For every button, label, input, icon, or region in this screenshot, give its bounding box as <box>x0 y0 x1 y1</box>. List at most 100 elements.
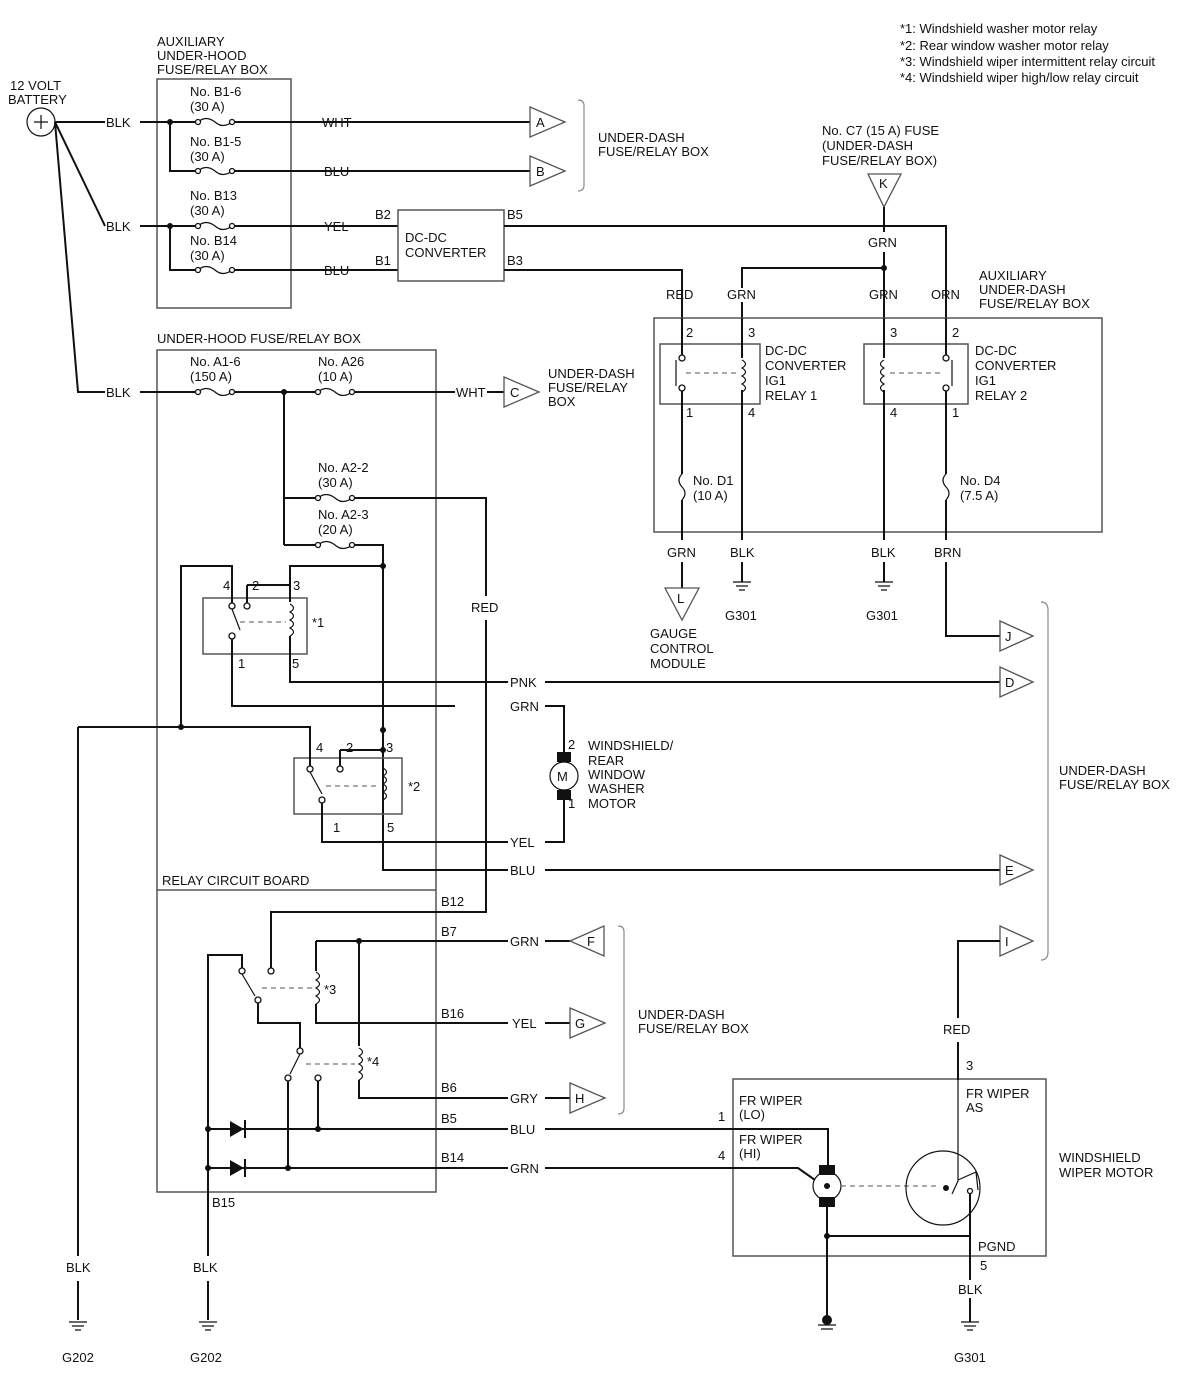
svg-text:5: 5 <box>387 820 394 835</box>
wire-blk-4: BLK <box>730 545 755 560</box>
relay-mark-3: *3 <box>324 982 336 997</box>
fuse-d4-name: No. D4 <box>960 473 1000 488</box>
svg-text:F: F <box>587 934 595 949</box>
terminal-b2: B2 <box>375 207 391 222</box>
dcdc-ig1-relay-1: 2 3 1 4 DC-DC CONVERTER IG1 RELAY 1 <box>659 318 846 540</box>
aux-underhood-label-1: AUXILIARY <box>157 34 225 49</box>
svg-text:1: 1 <box>568 796 575 811</box>
svg-text:4: 4 <box>748 405 755 420</box>
svg-text:4: 4 <box>890 405 897 420</box>
svg-text:H: H <box>575 1091 584 1106</box>
wire-grn-6: GRN <box>510 1161 539 1176</box>
svg-text:G301: G301 <box>866 608 898 623</box>
washer-motor-label-3: WINDOW <box>588 767 646 782</box>
svg-text:2: 2 <box>346 740 353 755</box>
connector-d: D <box>999 665 1035 699</box>
washer-motor-label-1: WINDSHIELD/ <box>588 738 674 753</box>
svg-text:(10 A): (10 A) <box>318 369 353 384</box>
fuse-b1-6-name: No. B1-6 <box>190 84 241 99</box>
fuse-a2-3: No. A2-3 (20 A) <box>314 507 369 550</box>
terminal-b1: B1 <box>375 253 391 268</box>
wire-blu-3: BLU <box>510 863 535 878</box>
wire-gry: GRY <box>510 1091 538 1106</box>
connector-h: H <box>569 1082 607 1114</box>
washer-motor-relay-2: 4 2 3 1 5 *2 <box>181 726 508 843</box>
relay2-label-2: CONVERTER <box>975 358 1056 373</box>
connector-i: I <box>999 924 1035 958</box>
fuse-b1-5-rating: (30 A) <box>190 149 225 164</box>
fuse-a26: No. A26 (10 A) <box>314 354 364 397</box>
svg-text:G202: G202 <box>190 1350 222 1365</box>
wire-red-2: RED <box>471 600 498 615</box>
fuse-b13: No. B13 (30 A) <box>190 188 237 231</box>
fuse-b13-name: No. B13 <box>190 188 237 203</box>
relay-mark-2: *2 <box>408 779 420 794</box>
svg-text:3: 3 <box>748 325 755 340</box>
svg-text:2: 2 <box>686 325 693 340</box>
dcdc-ig1-relay-2: 3 2 4 1 DC-DC CONVERTER IG1 RELAY 2 <box>863 318 1056 540</box>
dcdc-label-1: DC-DC <box>405 230 447 245</box>
svg-text:(20 A): (20 A) <box>318 522 353 537</box>
terminal-b15: B15 <box>212 1195 235 1210</box>
connector-k: K <box>866 173 903 209</box>
svg-text:A: A <box>536 115 545 130</box>
wire-blk-6: BLK <box>958 1282 983 1297</box>
connector-e: E <box>999 853 1035 887</box>
washer-motor-label-5: MOTOR <box>588 796 636 811</box>
wire-wht-1: WHT <box>322 115 352 130</box>
fr-wiper-hi-2: (HI) <box>739 1146 761 1161</box>
aux-underhood-label-2: UNDER-HOOD <box>157 48 247 63</box>
svg-text:K: K <box>879 176 888 191</box>
connector-g: G <box>569 1007 607 1039</box>
aux-underdash-label-3: FUSE/RELAY BOX <box>979 296 1090 311</box>
svg-text:B: B <box>536 164 545 179</box>
relay2-label-3: IG1 <box>975 373 996 388</box>
fuse-b14-name: No. B14 <box>190 233 237 248</box>
washer-motor: M 2 1 WINDSHIELD/ REAR WINDOW WASHER MOT… <box>549 737 674 811</box>
relay1-label-1: DC-DC <box>765 343 807 358</box>
wire-grn-1: GRN <box>727 287 756 302</box>
svg-text:3: 3 <box>386 740 393 755</box>
relay1-label-2: CONVERTER <box>765 358 846 373</box>
wire-blk-7: BLK <box>66 1260 91 1275</box>
svg-text:2: 2 <box>952 325 959 340</box>
washer-motor-symbol: M <box>557 769 568 784</box>
terminal-b5: B5 <box>507 207 523 222</box>
underdash-label-ab-2: FUSE/RELAY BOX <box>598 144 709 159</box>
aux-underhood-label-3: FUSE/RELAY BOX <box>157 62 268 77</box>
svg-text:No. A2-2: No. A2-2 <box>318 460 369 475</box>
fr-wiper-as-2: AS <box>966 1100 984 1115</box>
fuse-d1-rating: (10 A) <box>693 488 728 503</box>
wiper-motor-label-1: WINDSHIELD <box>1059 1150 1141 1165</box>
note-1: *1: Windshield washer motor relay <box>900 21 1098 36</box>
svg-text:4: 4 <box>316 740 323 755</box>
svg-text:G202: G202 <box>62 1350 94 1365</box>
note-3: *3: Windshield wiper intermittent relay … <box>900 54 1155 69</box>
svg-text:I: I <box>1005 934 1009 949</box>
wire-grn-2: GRN <box>869 287 898 302</box>
svg-text:2: 2 <box>568 737 575 752</box>
underdash-label-c-3: BOX <box>548 394 576 409</box>
terminal-b3: B3 <box>507 253 523 268</box>
terminal-b14: B14 <box>441 1150 464 1165</box>
svg-text:G301: G301 <box>725 608 757 623</box>
underhood-label: UNDER-HOOD FUSE/RELAY BOX <box>157 331 361 346</box>
fuse-d1-name: No. D1 <box>693 473 733 488</box>
relay-board-label: RELAY CIRCUIT BOARD <box>162 873 309 888</box>
dcdc-label-2: CONVERTER <box>405 245 486 260</box>
ground-g301-c: G301 <box>954 1321 986 1365</box>
fuse-b14: No. B14 (30 A) <box>190 233 237 275</box>
fuse-b14-rating: (30 A) <box>190 248 225 263</box>
aux-underdash-label-1: AUXILIARY <box>979 268 1047 283</box>
wiper-auto-stop-switch <box>905 1080 981 1256</box>
aux-underdash-label-2: UNDER-DASH <box>979 282 1066 297</box>
fuse-d4: No. D4 (7.5 A) <box>939 473 1000 503</box>
svg-text:D: D <box>1005 675 1014 690</box>
svg-text:1: 1 <box>333 820 340 835</box>
battery-label-1: 12 VOLT <box>10 78 61 93</box>
relay1-label-4: RELAY 1 <box>765 388 817 403</box>
svg-text:(30 A): (30 A) <box>318 475 353 490</box>
aux-underdash-box <box>653 317 1103 533</box>
fuse-a1-6: No. A1-6 (150 A) <box>190 354 241 397</box>
